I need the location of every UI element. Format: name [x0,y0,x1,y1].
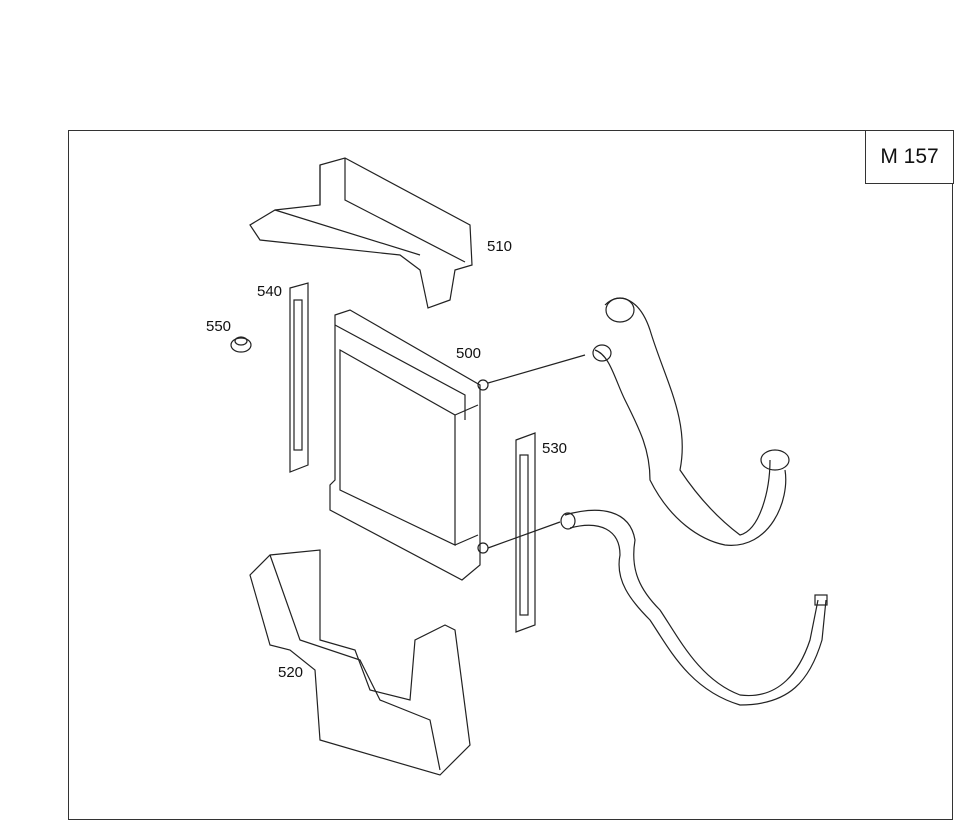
lower-coolant-hose[interactable] [560,509,828,706]
upper-coolant-hose[interactable] [592,297,790,546]
part-520-lower-duct[interactable] [249,549,471,776]
part-530-bracket[interactable] [515,432,536,633]
callout-500: 500 [456,345,482,362]
callout-510: 510 [487,238,513,255]
callout-520: 520 [278,664,304,681]
part-500-radiator[interactable] [329,309,586,581]
callout-540: 540 [257,283,283,300]
part-540-bracket[interactable] [289,282,309,473]
callout-550: 550 [206,318,232,335]
callout-530: 530 [542,440,568,457]
model-label: M 157 [865,130,954,184]
part-510-upper-duct[interactable] [249,157,473,309]
part-550-nut[interactable] [230,336,252,353]
